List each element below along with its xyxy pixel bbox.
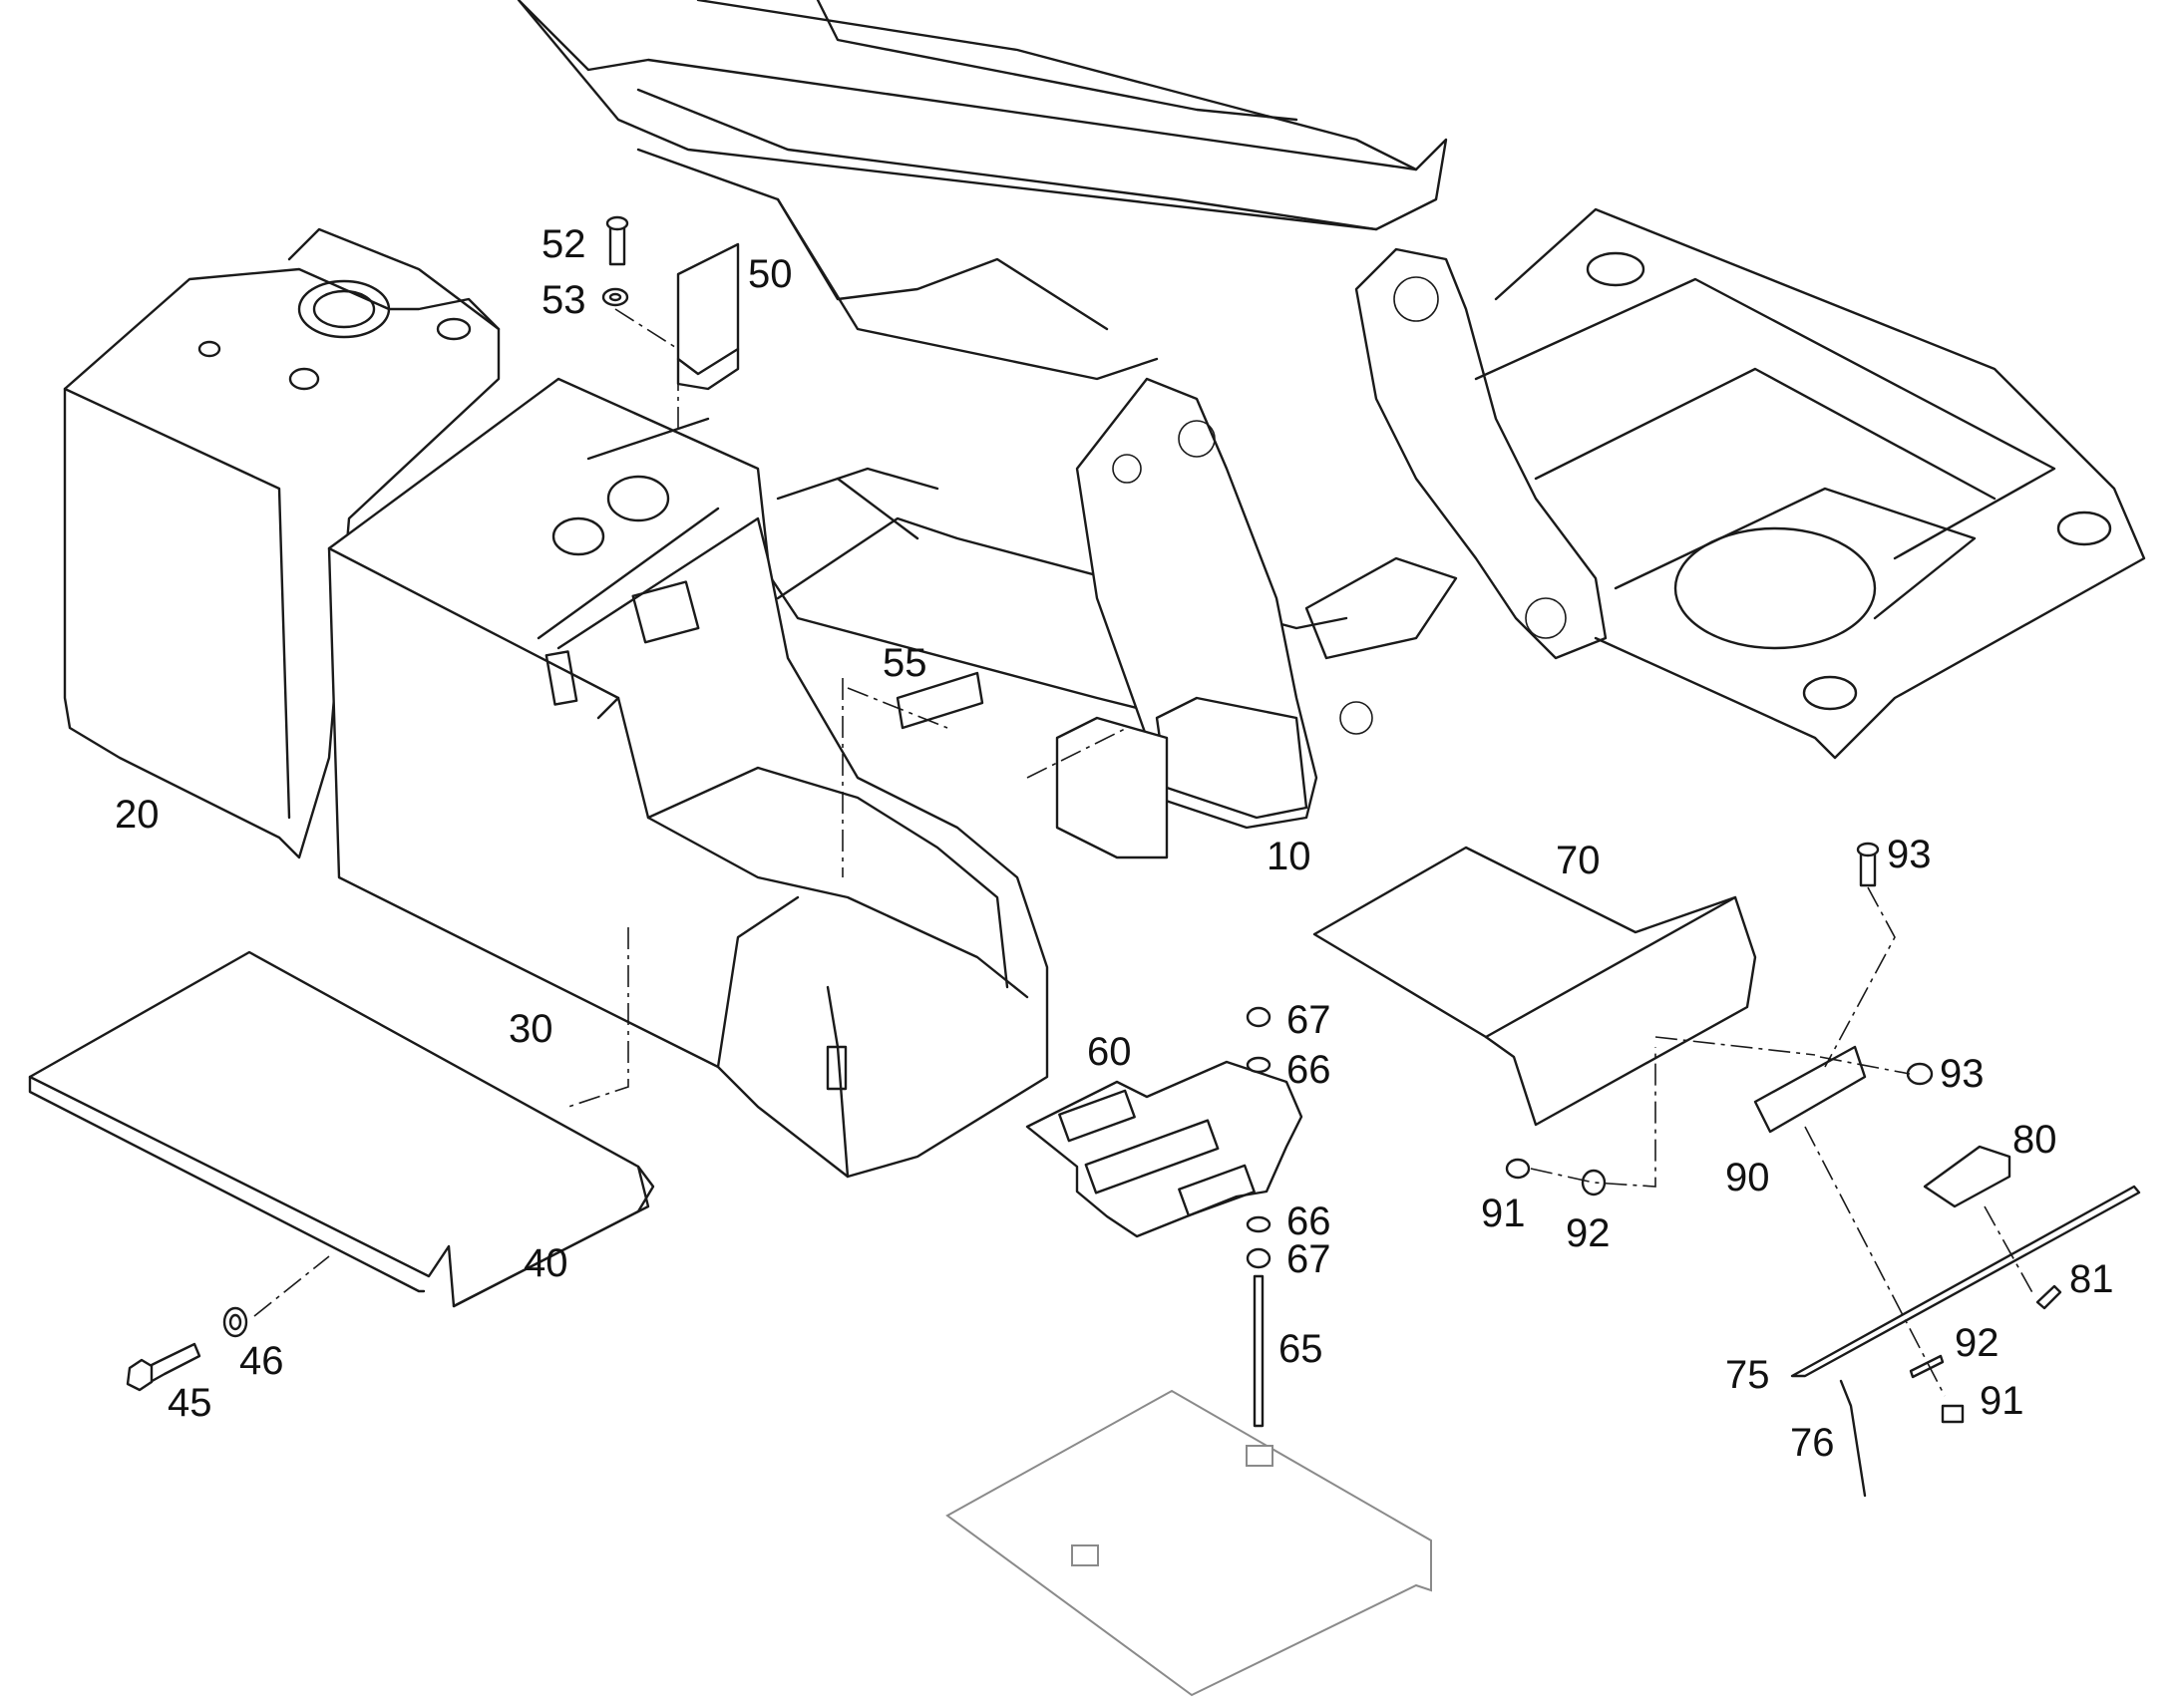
callout-81: 81 <box>2069 1257 2114 1301</box>
washer-part-92-right <box>1909 1354 1945 1379</box>
nut-part-91-left <box>1505 1158 1531 1180</box>
nut-part-67-top <box>1246 1006 1272 1028</box>
leader-lines <box>253 308 2035 1397</box>
floor-plate-grey <box>945 1389 1432 1697</box>
callout-20: 20 <box>115 793 160 837</box>
callout-55: 55 <box>883 641 927 685</box>
callout-80: 80 <box>2012 1118 2057 1162</box>
callout-91b: 91 <box>1980 1379 2024 1423</box>
callout-76: 76 <box>1790 1421 1835 1465</box>
callout-50: 50 <box>748 252 793 296</box>
cover-plate-part-40 <box>28 950 655 1308</box>
washer-part-66-top <box>1246 1056 1272 1074</box>
callout-91a: 91 <box>1481 1192 1526 1235</box>
callout-46: 46 <box>239 1339 284 1383</box>
callout-53: 53 <box>542 278 586 322</box>
washer-part-92-left <box>1581 1169 1607 1196</box>
cover-part-80 <box>1923 1145 2011 1208</box>
blade-part-75 <box>1790 1185 2141 1378</box>
washer-part-66-bottom <box>1246 1215 1272 1233</box>
callout-10: 10 <box>1267 835 1311 878</box>
bolt-part-45 <box>126 1342 201 1392</box>
guard-part-70 <box>1312 846 1757 1127</box>
callout-90: 90 <box>1725 1156 1770 1199</box>
tank-part-20 <box>63 227 501 859</box>
callout-66b: 66 <box>1286 1199 1331 1243</box>
clip-part-81 <box>2035 1284 2062 1310</box>
label-part-55 <box>896 671 984 730</box>
bolt-part-93-top <box>1856 842 1880 887</box>
nut-part-93-right <box>1906 1062 1934 1086</box>
rod-part-76 <box>1839 1379 1867 1498</box>
callout-65: 65 <box>1278 1327 1323 1371</box>
mounting-plate-part-60 <box>1025 1060 1303 1238</box>
callout-66a: 66 <box>1286 1048 1331 1092</box>
callout-67b: 67 <box>1286 1237 1331 1281</box>
callout-75: 75 <box>1725 1353 1770 1397</box>
callout-92b: 92 <box>1955 1321 1999 1365</box>
callout-labels: 10 20 30 40 45 46 50 52 53 55 60 65 66 6… <box>115 222 2114 1465</box>
nut-part-91-right <box>1941 1404 1965 1424</box>
callout-45: 45 <box>168 1381 212 1425</box>
callout-67a: 67 <box>1286 998 1331 1042</box>
bracket-part-50 <box>676 242 740 391</box>
nut-part-67-bottom <box>1246 1247 1272 1269</box>
main-frame-part-10 <box>517 0 2146 859</box>
callout-30: 30 <box>509 1007 553 1051</box>
enclosure-part-30 <box>327 377 1049 1179</box>
washer-part-46 <box>222 1306 248 1338</box>
rod-part-65 <box>1253 1274 1265 1428</box>
screw-part-52 <box>605 215 629 266</box>
hinge-part-90 <box>1753 1045 1867 1134</box>
callout-52: 52 <box>542 222 586 266</box>
callout-60: 60 <box>1087 1030 1132 1074</box>
washer-part-53 <box>601 287 629 307</box>
callout-93b: 93 <box>1940 1052 1985 1096</box>
callout-70: 70 <box>1556 839 1601 882</box>
callout-40: 40 <box>524 1241 568 1285</box>
callout-92a: 92 <box>1566 1211 1611 1255</box>
callout-93a: 93 <box>1887 833 1932 876</box>
